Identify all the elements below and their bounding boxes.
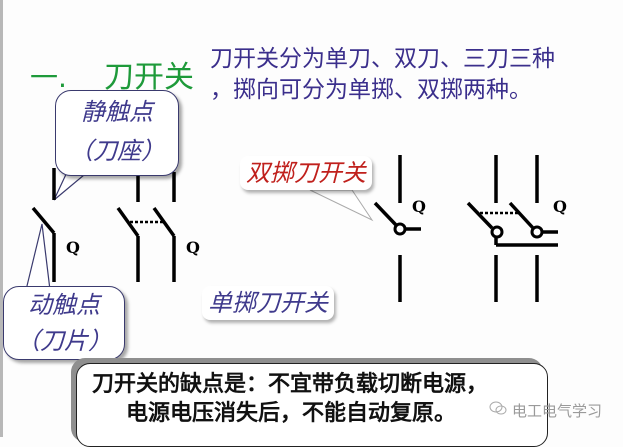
wechat-icon [489, 401, 507, 415]
dpst-switch-symbol [116, 172, 176, 282]
disadvantage-note-box [76, 363, 548, 447]
section-description: 刀开关分为单刀、双刀、三刀三种 ，掷向可分为单掷、双掷两种。 [210, 44, 555, 106]
section-number: 一. [30, 61, 67, 94]
dpdt-switch-symbol [466, 155, 558, 302]
spst-label-q: Q [66, 238, 80, 257]
description-line-1: 刀开关分为单刀、双刀、三刀三种 [210, 46, 555, 72]
double-throw-tag: 双掷刀开关 [240, 156, 372, 190]
double-tag-pointer [309, 189, 374, 222]
moving-contact-sublabel: （刀片） [16, 327, 112, 355]
slide-left-border [0, 0, 3, 437]
moving-callout-pointer [25, 223, 51, 291]
moving-contact-callout: 动触点 （刀片） [3, 286, 125, 360]
spst-switch-symbol [31, 168, 56, 282]
note-line-1: 刀开关的缺点是：不宜带负载切断电源， [92, 371, 489, 397]
moving-contact-label: 动触点 [28, 291, 100, 319]
description-line-2: ，掷向可分为单掷、双掷两种。 [210, 77, 532, 103]
disadvantage-note: 刀开关的缺点是：不宜带负载切断电源， 电源电压消失后，不能自动复原。 [92, 370, 488, 428]
knife-switch-diagrams [25, 155, 558, 302]
single-throw-tag: 单掷刀开关 [202, 286, 334, 320]
dpst-label-q: Q [186, 238, 200, 257]
spdt-switch-symbol [373, 155, 421, 302]
dpdt-label-q: Q [553, 197, 567, 216]
spdt-label-q: Q [412, 197, 426, 216]
static-contact-sublabel: （刀座） [69, 137, 165, 165]
section-title: 刀开关 [104, 60, 194, 95]
watermark-text: 电工电气学习 [512, 402, 603, 420]
static-contact-callout: 静触点 （刀座） [55, 90, 179, 176]
static-contact-label: 静触点 [81, 98, 153, 126]
note-line-2: 电源电压消失后，不能自动复原。 [126, 400, 457, 426]
